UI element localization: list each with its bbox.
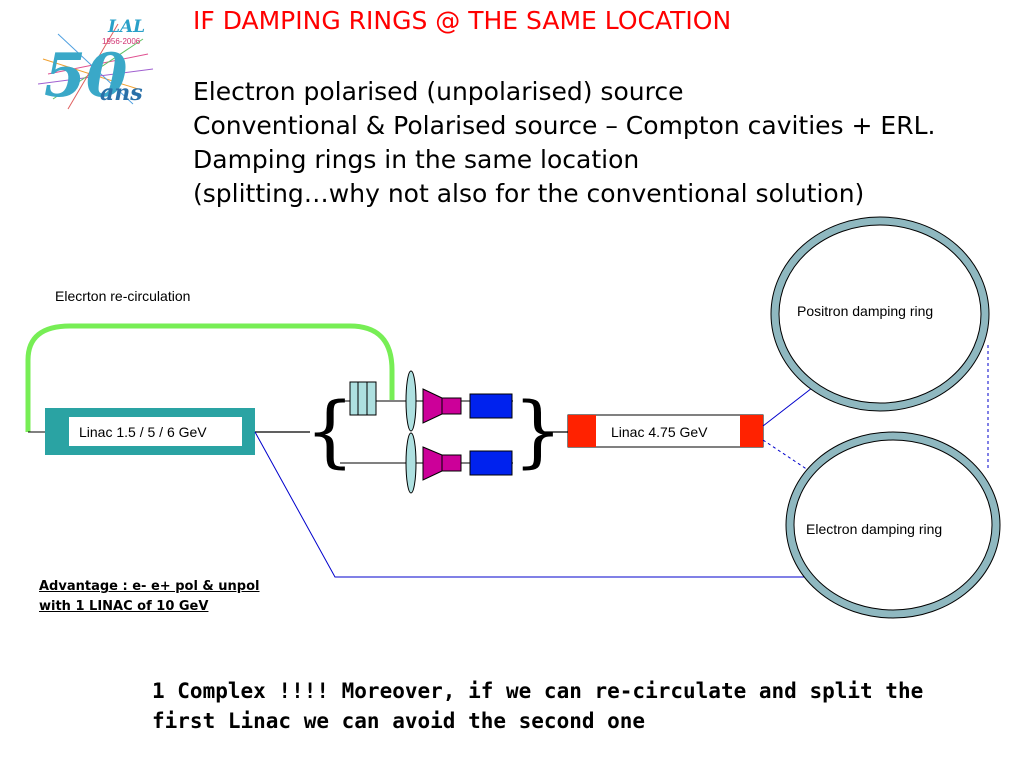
logo-suffix-text: ans <box>100 80 143 106</box>
logo-number-text: 50 <box>44 41 128 111</box>
advantage-line: Advantage : e- e+ pol & unpol <box>39 579 260 594</box>
conclusion-line: first Linac we can avoid the second one <box>152 709 646 733</box>
electron-ring-feed <box>762 439 809 471</box>
advantage-note: Advantage : e- e+ pol & unpol with 1 LIN… <box>39 577 260 617</box>
positron-damping-ring <box>771 217 989 411</box>
description-line: Damping rings in the same location <box>193 145 640 174</box>
upper-magnet-horn <box>422 388 443 424</box>
description-block: Electron polarised (unpolarised) source … <box>193 75 935 211</box>
lower-rf-block <box>469 450 513 476</box>
upper-rf-block <box>469 393 513 419</box>
conclusion-line: 1 Complex !!!! Moreover, if we can re-ci… <box>152 679 924 703</box>
linac2-left-end <box>568 415 596 447</box>
upper-magnet-block <box>441 397 462 415</box>
electron-damping-ring <box>786 432 1000 618</box>
lower-lens <box>405 432 417 494</box>
recirculation-label: Elecrton re-circulation <box>55 288 190 304</box>
lower-magnet-block <box>441 454 462 472</box>
positron-ring-label: Positron damping ring <box>797 303 933 319</box>
electron-ring-label: Electron damping ring <box>806 521 942 537</box>
lal-logo: LAL 1956-2006 50 ans <box>38 17 154 111</box>
lower-magnet-horn <box>422 446 443 481</box>
bypass-beamline <box>254 431 806 578</box>
description-line: (splitting…why not also for the conventi… <box>193 179 865 208</box>
logo-years-text: 1956-2006 <box>102 37 141 46</box>
logo-sparkle-lines <box>38 23 154 110</box>
splitter-brace-left: { <box>305 387 355 477</box>
positron-ring-feed <box>762 387 813 427</box>
linac1-body <box>69 417 242 446</box>
compton-cavity <box>349 381 377 416</box>
upper-lens <box>405 370 417 432</box>
logo-lal-text: LAL <box>107 17 145 37</box>
linac2-right-end <box>740 415 763 447</box>
description-line: Electron polarised (unpolarised) source <box>193 77 684 106</box>
linac2-frame <box>567 414 764 448</box>
advantage-line: with 1 LINAC of 10 GeV <box>39 599 209 614</box>
description-line: Conventional & Polarised source – Compto… <box>193 111 936 140</box>
recirculation-loop <box>25 323 395 432</box>
slide-title: IF DAMPING RINGS @ THE SAME LOCATION <box>193 6 732 35</box>
linac2-label: Linac 4.75 GeV <box>611 424 708 440</box>
conclusion-note: 1 Complex !!!! Moreover, if we can re-ci… <box>152 676 923 736</box>
linac1-label: Linac 1.5 / 5 / 6 GeV <box>79 424 207 440</box>
